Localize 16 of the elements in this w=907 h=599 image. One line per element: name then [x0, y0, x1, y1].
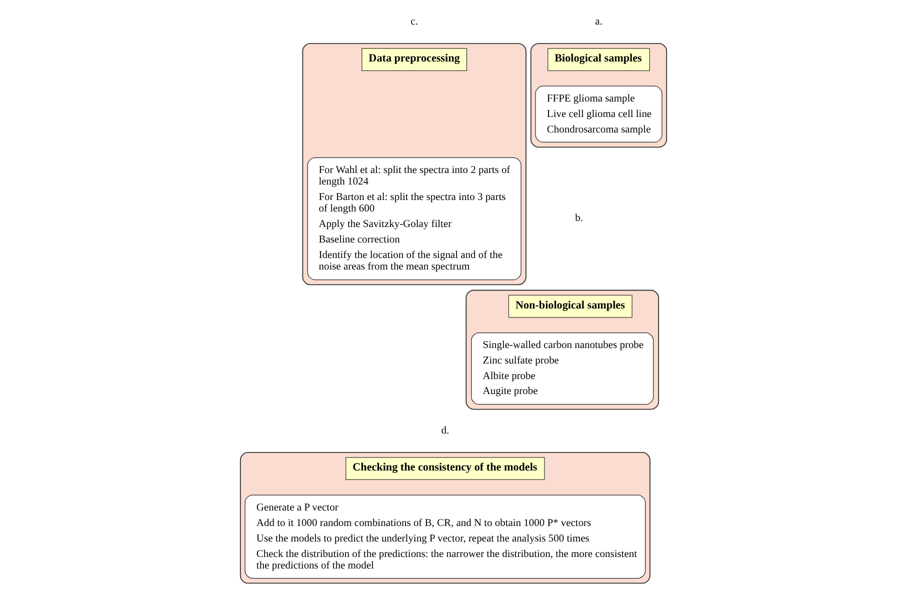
cluster — [530, 43, 668, 148]
node-box: Non-biological samples — [508, 294, 632, 318]
node-box: For Wahl et al: split the spectra into 2 parts of length 1024 For Barton et al: split the spectra into 3 parts of length 600 Apply the Savitzky-Golay filter Baseline correction Identify the location of the signal and of the noise areas from the mean spectrum — [307, 157, 522, 280]
cluster — [466, 290, 660, 410]
cluster — [240, 452, 650, 584]
cluster — [302, 43, 526, 286]
node-box: Generate a P vector Add to it 1000 random combinations of B, CR, and N to obtain 1000 P* vectors Use the models to predict the underlying P vector, repeat the analysis 500 times Check the distribution of the predictions: the narrower the distribution, the more consistent the predictions of the model — [244, 494, 646, 579]
node-box: Biological samples — [548, 48, 650, 71]
label: a. — [595, 16, 602, 28]
label: c. — [410, 16, 418, 28]
node-box: Data preprocessing — [362, 48, 468, 71]
node-box: Checking the consistency of the models — [346, 457, 545, 480]
label: b. — [575, 213, 583, 224]
label: d. — [441, 425, 450, 436]
node-box: Single-walled carbon nanotubes probe Zinc sulfate probe Albite probe Augite probe — [471, 332, 654, 405]
node-box: FFPE glioma sample Live cell glioma cell line Chondrosarcoma sample — [535, 86, 662, 143]
